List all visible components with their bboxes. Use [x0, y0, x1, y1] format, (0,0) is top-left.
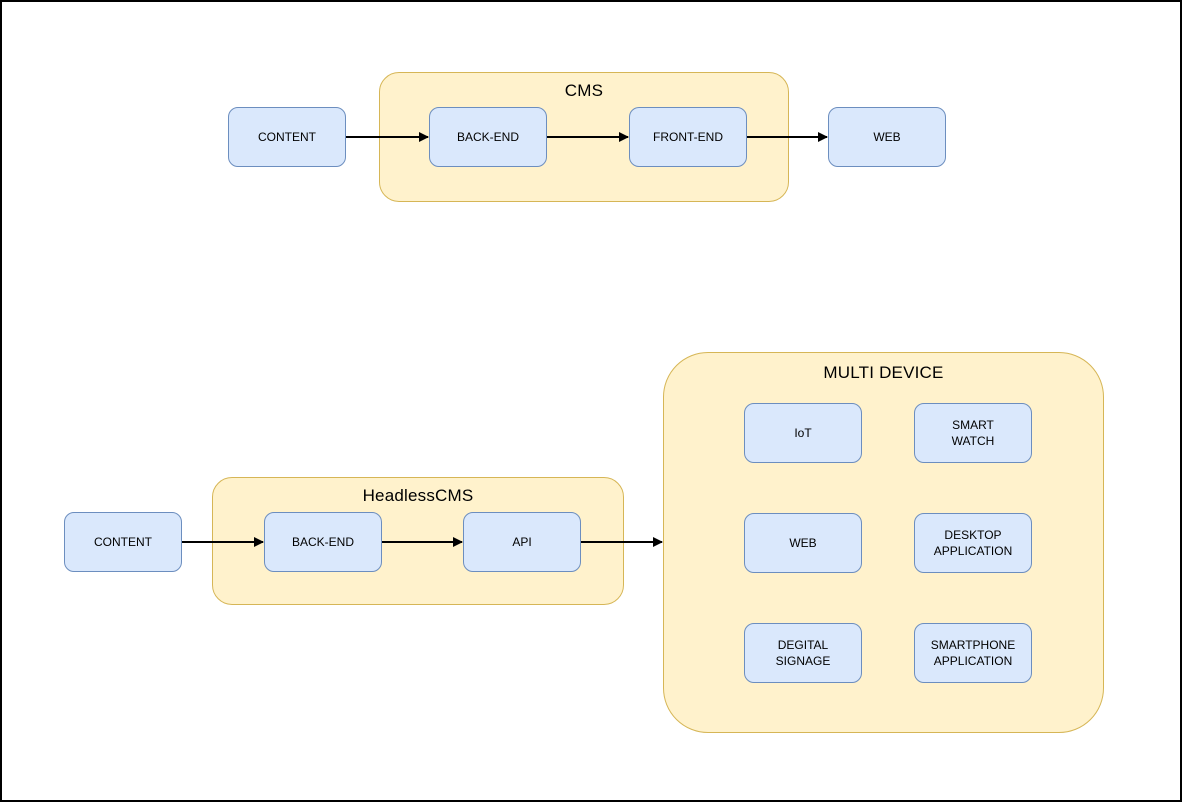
node-device-smart-watch: SMART WATCH: [914, 403, 1032, 463]
node-backend-top: BACK-END: [429, 107, 547, 167]
node-frontend-top: FRONT-END: [629, 107, 747, 167]
node-content-top: CONTENT: [228, 107, 346, 167]
node-backend-bottom: BACK-END: [264, 512, 382, 572]
arrow-api-to-multi-device: [581, 541, 662, 543]
node-device-smartphone-application: SMARTPHONE APPLICATION: [914, 623, 1032, 683]
arrow-frontend-to-web-top: [747, 136, 827, 138]
multi-device-group-title: MULTI DEVICE: [823, 363, 944, 382]
node-content-bottom: CONTENT: [64, 512, 182, 572]
node-device-iot: IoT: [744, 403, 862, 463]
arrow-backend-to-frontend-top: [547, 136, 628, 138]
node-device-web: WEB: [744, 513, 862, 573]
arrow-content-to-backend-top: [346, 136, 428, 138]
node-web-top: WEB: [828, 107, 946, 167]
node-api: API: [463, 512, 581, 572]
arrow-content-to-backend-bottom: [182, 541, 263, 543]
cms-group-title: CMS: [564, 81, 604, 100]
headless-cms-group-title: HeadlessCMS: [362, 486, 474, 505]
node-device-desktop-application: DESKTOP APPLICATION: [914, 513, 1032, 573]
node-device-digital-signage: DEGITAL SIGNAGE: [744, 623, 862, 683]
arrow-backend-to-api: [382, 541, 462, 543]
multi-device-group-container: MULTI DEVICE IoT SMART WATCH WEB DESKTOP…: [663, 352, 1104, 733]
